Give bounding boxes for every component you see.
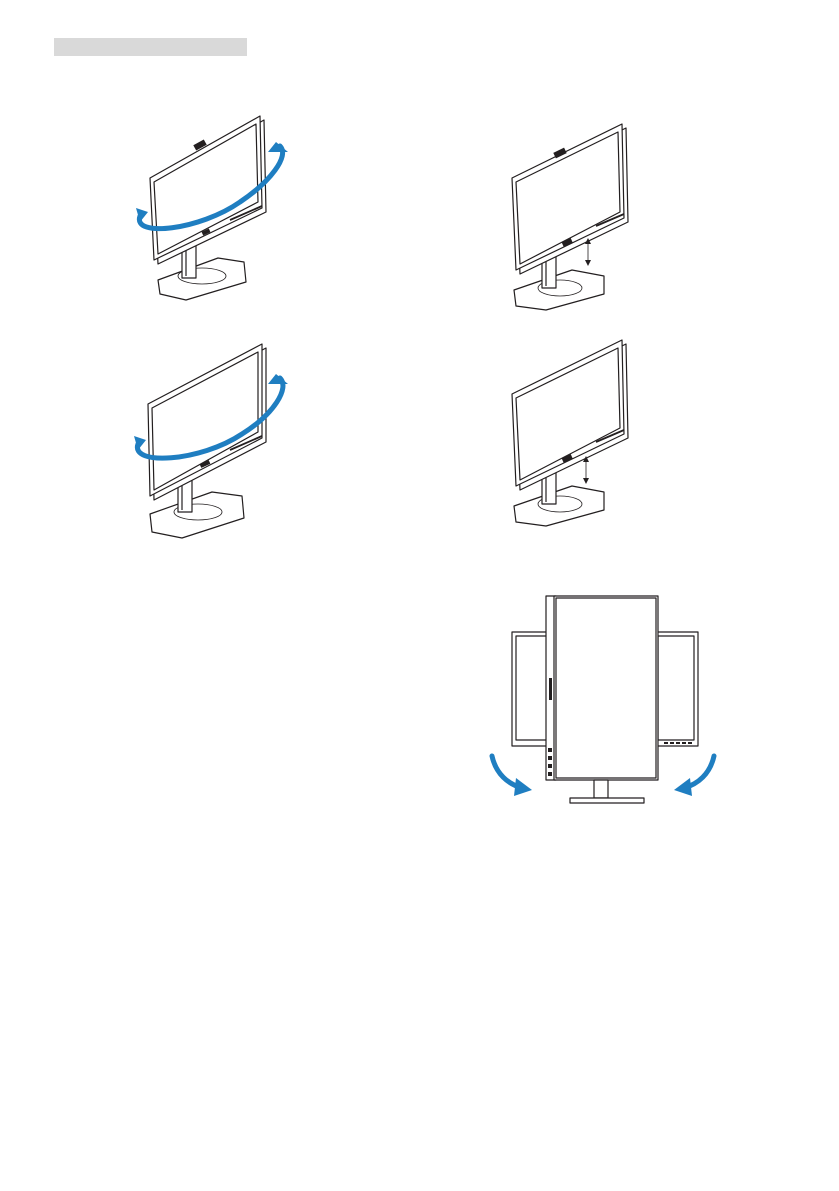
section-header-bar: [54, 38, 247, 56]
swivel-webcam-illustration: [130, 112, 300, 297]
height-illustration: [500, 338, 640, 528]
swivel-illustration: [130, 342, 300, 542]
height-webcam-illustration: [500, 122, 640, 312]
pivot-illustration: [478, 592, 723, 817]
